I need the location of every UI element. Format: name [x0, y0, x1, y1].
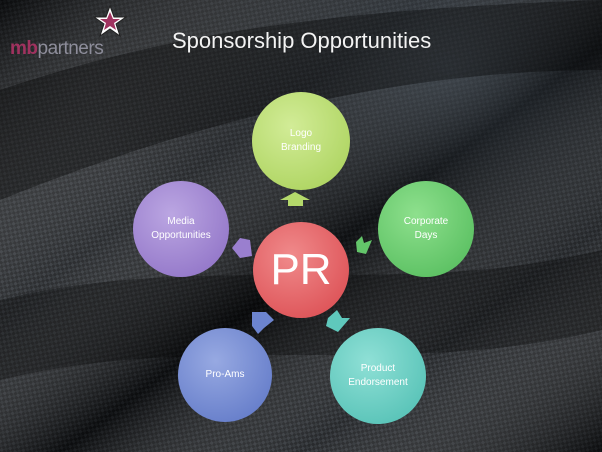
node-logo-branding: Logo Branding: [252, 92, 350, 190]
center-node-label: PR: [270, 245, 332, 294]
node-product-endorsement: Product Endorsement: [330, 328, 426, 424]
node-corporate-days-line1: Corporate: [403, 216, 449, 227]
node-corporate-days: Corporate Days: [378, 181, 474, 277]
node-media-opportunities-line2: Opportunities: [151, 230, 211, 241]
brand-wordmark: mbpartners: [10, 38, 104, 60]
node-logo-branding-line2: Branding: [280, 142, 322, 153]
brand-wordmark-partners: partners: [37, 38, 104, 59]
center-node-pr: PR: [253, 222, 349, 318]
arrow-to-pro-ams: [252, 312, 274, 334]
node-pro-ams-line1: Pro-Ams: [205, 369, 245, 380]
node-pro-ams: Pro-Ams: [178, 328, 272, 422]
node-media-opportunities-line1: Media: [167, 216, 195, 227]
arrow-to-media-opportunities: [232, 238, 252, 258]
node-product-endorsement-line2: Endorsement: [348, 377, 408, 388]
brand-wordmark-mb: mb: [10, 38, 38, 59]
page-title: Sponsorship Opportunities: [172, 28, 432, 53]
node-logo-branding-line1: Logo: [289, 128, 313, 139]
arrow-to-product-endorsement: [326, 310, 350, 332]
star-logo-icon: [92, 4, 128, 38]
node-media-opportunities: Media Opportunities: [133, 181, 229, 277]
node-product-endorsement-line1: Product: [360, 363, 396, 374]
node-corporate-days-line2: Days: [414, 230, 438, 241]
arrow-to-corporate-days: [356, 236, 372, 254]
brand-logo: mbpartners: [4, 4, 128, 59]
arrow-to-logo-branding: [280, 192, 310, 206]
